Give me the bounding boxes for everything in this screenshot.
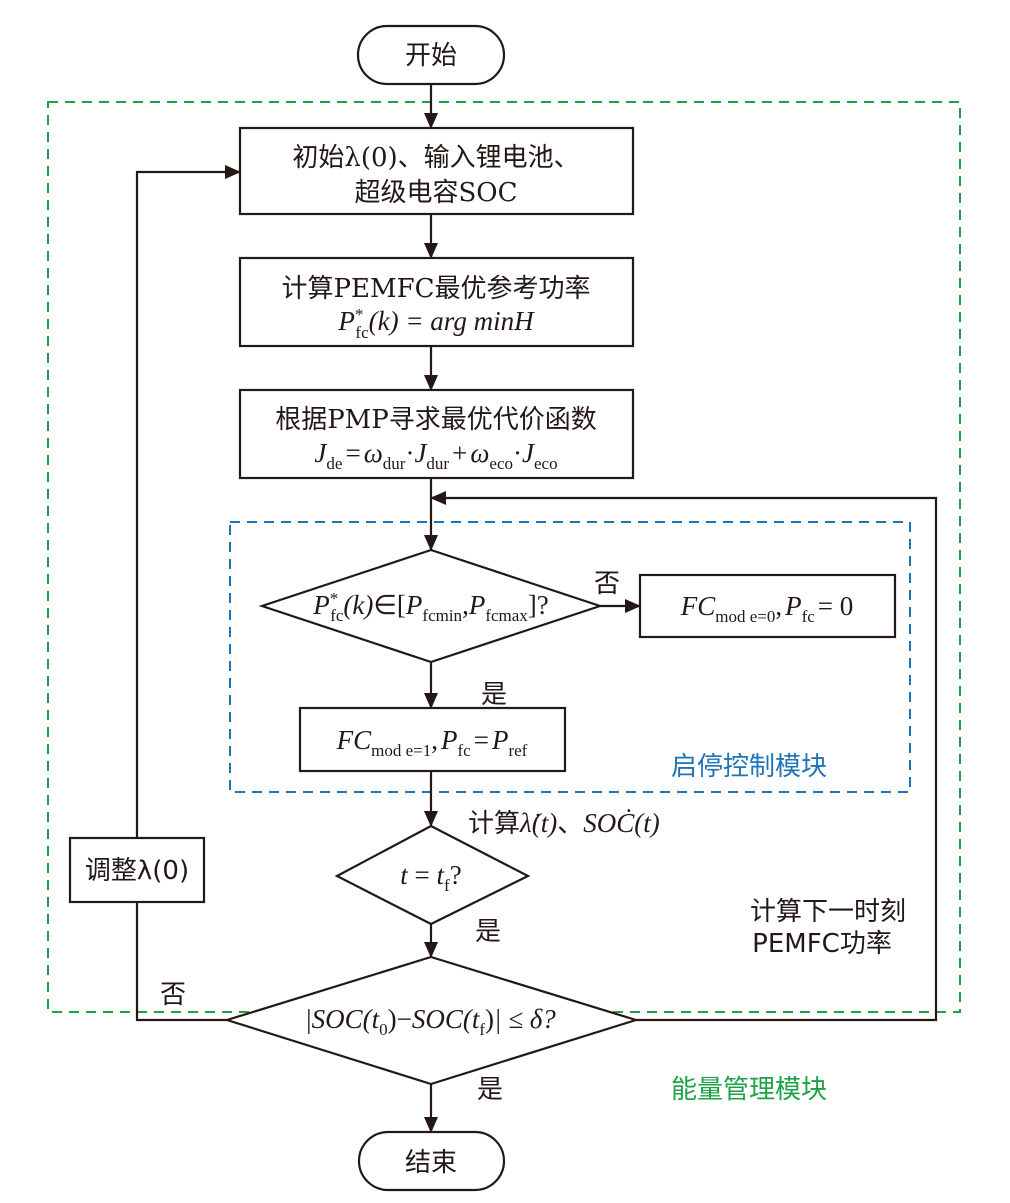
- pmp-cost-line1: 根据PMP寻求最优代价函数: [275, 405, 597, 435]
- next-step-line1: 计算下一时刻: [750, 897, 906, 927]
- fc-off-text: FCmod e=0,Pfc= 0: [680, 591, 854, 626]
- edge-label-no-soc: 否: [160, 980, 186, 1010]
- init-line1: 初始λ(0)、输入锂电池、: [292, 143, 579, 173]
- calc-derivs-label: 计算λ̇(t)、SOĊ(t): [468, 808, 660, 839]
- decision-range-node: P*fc(k)∈[Pfcmin,Pfcmax]?: [258, 548, 604, 664]
- calc-ref-formula: P*fc(k) = arg minH: [337, 305, 535, 342]
- init-line2: 超级电容SOC: [354, 178, 517, 208]
- calc-ref-node: 计算PEMFC最优参考功率 P*fc(k) = arg minH: [238, 256, 635, 348]
- decision-time-node: t = tf?: [334, 824, 531, 926]
- arrow-soc-no-path: [135, 928, 227, 1022]
- edge-label-yes-soc: 是: [477, 1075, 503, 1105]
- edge-label-yes-range: 是: [481, 680, 507, 710]
- adjust-label: 调整λ(0): [85, 856, 189, 886]
- fc-on-node: FCmod e=1,Pfc=Pref: [298, 706, 567, 773]
- adjust-node: 调整λ(0): [68, 836, 206, 904]
- energy-module-label: 能量管理模块: [671, 1075, 827, 1105]
- start-label: 开始: [405, 41, 457, 71]
- fc-off-node: FCmod e=0,Pfc= 0: [638, 573, 897, 639]
- decision-soc-node: |SOC(t0)−SOC(tf)| ≤ δ?: [223, 955, 640, 1086]
- decision-time-text: t = tf?: [400, 860, 461, 895]
- decision-range-text: P*fc(k)∈[Pfcmin,Pfcmax]?: [312, 589, 549, 625]
- init-node: 初始λ(0)、输入锂电池、 超级电容SOC: [238, 126, 635, 216]
- end-node: 结束: [357, 1130, 506, 1192]
- calc-ref-line1: 计算PEMFC最优参考功率: [281, 274, 590, 304]
- startstop-module-label: 启停控制模块: [671, 752, 827, 782]
- start-node: 开始: [356, 24, 506, 86]
- edge-label-no-range: 否: [594, 569, 620, 599]
- next-step-line2: PEMFC功率: [752, 929, 892, 959]
- end-label: 结束: [405, 1148, 457, 1178]
- edge-label-yes-time: 是: [475, 917, 501, 947]
- startstop-module-border: [229, 521, 911, 793]
- pmp-cost-node: 根据PMP寻求最优代价函数 Jde=ωdur·Jdur+ωeco·Jeco: [238, 388, 635, 480]
- pmp-cost-formula: Jde=ωdur·Jdur+ωeco·Jeco: [314, 438, 557, 473]
- arrow-next-step-loop: [430, 491, 938, 1022]
- arrow-adjust-init: [135, 165, 241, 838]
- decision-soc-text: |SOC(t0)−SOC(tf)| ≤ δ?: [306, 1004, 556, 1039]
- fc-on-text: FCmod e=1,Pfc=Pref: [336, 725, 528, 760]
